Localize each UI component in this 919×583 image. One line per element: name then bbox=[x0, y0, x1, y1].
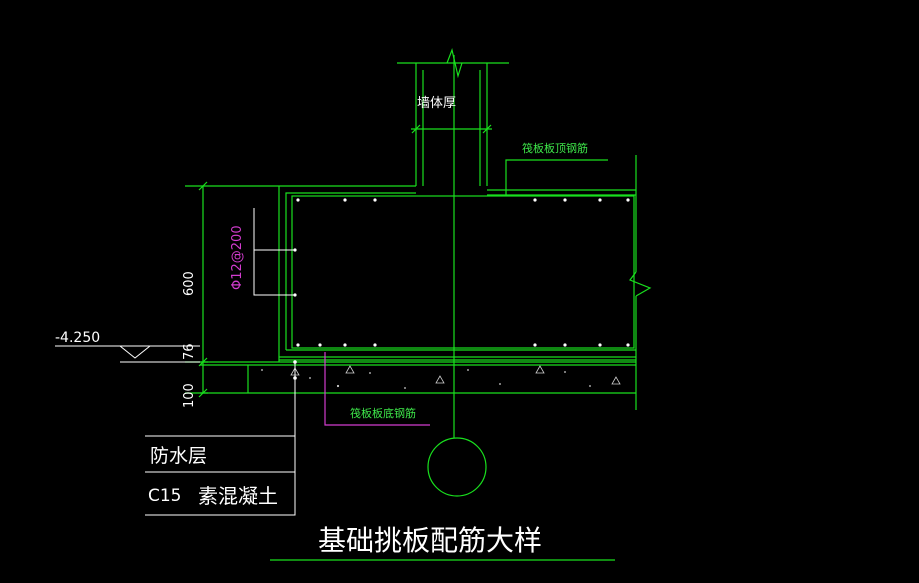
bottom-rebar-leader bbox=[324, 352, 430, 426]
dim-tick-1 bbox=[198, 181, 208, 191]
rebar-dot bbox=[626, 198, 630, 202]
dim-tick-3 bbox=[198, 388, 208, 398]
rebar-dot bbox=[563, 198, 567, 202]
hatch-dot bbox=[564, 371, 566, 373]
layer-leader bbox=[145, 362, 296, 516]
hatch-dot bbox=[404, 387, 406, 389]
hatch-triangle bbox=[345, 365, 355, 374]
concrete-name-label: 素混凝土 bbox=[198, 484, 278, 508]
rebar-dot bbox=[598, 198, 602, 202]
concrete-grade-label: C15 bbox=[148, 486, 182, 506]
slab-break-line bbox=[629, 271, 652, 297]
axis-circle bbox=[427, 437, 487, 497]
waterproof-label: 防水层 bbox=[150, 445, 207, 467]
hatch-dot bbox=[261, 369, 263, 371]
hatch-dot bbox=[467, 369, 469, 371]
hatch-dot bbox=[369, 372, 371, 374]
bottom-rebar-label: 筏板板底钢筋 bbox=[350, 406, 416, 420]
wall-thickness-label: 墙体厚 bbox=[417, 96, 456, 111]
wall-break-line bbox=[446, 47, 463, 79]
drawing-title: 基础挑板配筋大样 bbox=[318, 524, 542, 557]
dim-tick-2 bbox=[198, 357, 208, 367]
rebar-dot bbox=[626, 343, 630, 347]
hatch-dot bbox=[336, 384, 340, 388]
hatch-dot bbox=[499, 383, 501, 385]
wall-dim-tick-left bbox=[411, 124, 421, 134]
top-rebar-label: 筏板板顶钢筋 bbox=[522, 141, 588, 155]
rebar-dot bbox=[563, 343, 567, 347]
rebar-dot bbox=[373, 343, 377, 347]
rebar-dot bbox=[533, 343, 537, 347]
rebar-dot bbox=[296, 198, 300, 202]
slab-rebar-top bbox=[285, 192, 416, 350]
elevation-label: -4.250 bbox=[55, 330, 100, 346]
stirrup-leader bbox=[253, 208, 295, 296]
rebar-dot bbox=[343, 198, 347, 202]
dim-600-label: 600 bbox=[182, 271, 197, 296]
hatch-dot bbox=[589, 385, 591, 387]
elevation-symbol bbox=[118, 345, 152, 359]
wall-dim-tick-right bbox=[482, 124, 492, 134]
rebar-dot bbox=[318, 343, 322, 347]
rebar-dot bbox=[533, 198, 537, 202]
hatch-dot bbox=[309, 377, 311, 379]
rebar-dot bbox=[598, 343, 602, 347]
rebar-dot bbox=[296, 343, 300, 347]
hatch-triangle bbox=[611, 376, 621, 385]
hatch-triangle bbox=[535, 365, 545, 374]
stirrup-label: Φ12@200 bbox=[230, 225, 245, 290]
slab-rebar-cage bbox=[291, 195, 635, 349]
dim-100-label: 100 bbox=[182, 383, 197, 408]
hatch-triangle bbox=[435, 375, 445, 384]
dim-76-label: 76 bbox=[182, 343, 197, 360]
rebar-dot bbox=[373, 198, 377, 202]
top-rebar-leader bbox=[505, 159, 608, 195]
rebar-dot bbox=[343, 343, 347, 347]
